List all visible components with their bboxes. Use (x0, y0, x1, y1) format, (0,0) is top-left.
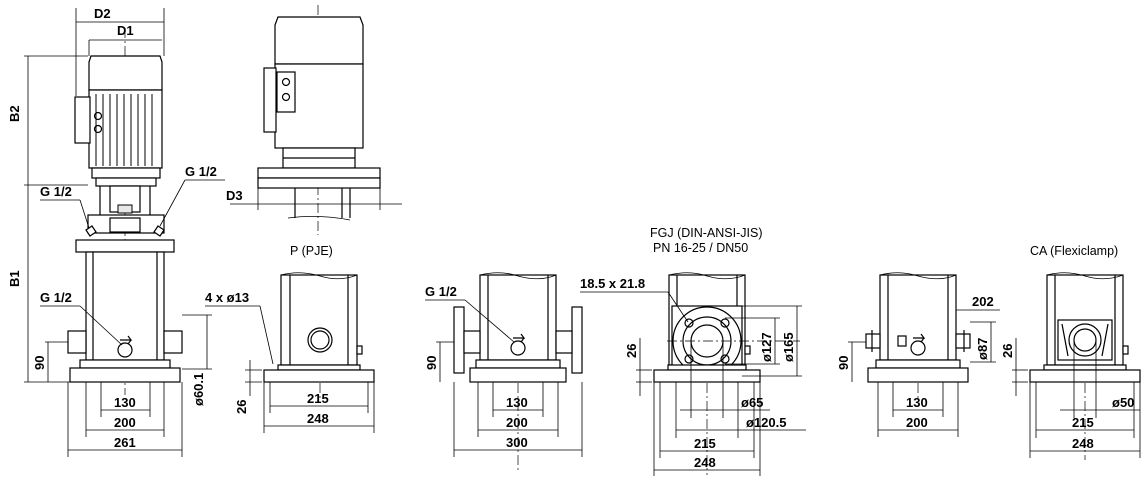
motor-front-view: D3 (226, 5, 402, 235)
dim-d3: D3 (226, 188, 243, 203)
dim-300: 300 (506, 435, 528, 450)
dim-90-main: 90 (32, 356, 47, 370)
dim-50: ø50 (1112, 395, 1134, 410)
view-ca-front: CA (Flexiclamp) 26 ø50 215 248 (1000, 244, 1141, 460)
dim-165: ø165 (781, 332, 796, 362)
dim-87: ø87 (975, 338, 990, 360)
dim-b1: B1 (7, 270, 22, 287)
pump-side-view: D2 D1 B2 B1 G 1/2 G 1/2 G 1/2 90 ø60.1 1… (7, 6, 225, 457)
dim-200-main: 200 (114, 415, 136, 430)
view-fgj: FGJ (DIN-ANSI-JIS) PN 16-25 / DN50 18.5 … (580, 226, 806, 476)
dim-202: 202 (972, 294, 994, 309)
dim-248-p: 248 (307, 411, 329, 426)
dim-215-fgj: 215 (694, 436, 716, 451)
dim-d2: D2 (94, 6, 111, 21)
vent-label-left: G 1/2 (40, 184, 72, 199)
caption-fgj-line1: FGJ (DIN-ANSI-JIS) (650, 226, 763, 240)
drain-label: G 1/2 (40, 290, 72, 305)
dim-215-p: 215 (307, 391, 329, 406)
dim-127: ø127 (759, 332, 774, 362)
dim-130-main: 130 (114, 395, 136, 410)
view-p-pje: P (PJE) 4 x ø13 26 215 248 (205, 244, 375, 433)
dim-90-flange: 90 (424, 356, 439, 370)
caption-ca: CA (Flexiclamp) (1030, 244, 1118, 258)
dim-26-ca: 26 (1000, 344, 1015, 358)
dim-200-ca: 200 (906, 415, 928, 430)
vent-label-right: G 1/2 (185, 164, 217, 179)
drain-label-flange: G 1/2 (425, 284, 457, 299)
dim-4x13: 4 x ø13 (205, 290, 249, 305)
dim-d1: D1 (117, 23, 134, 38)
dim-248-fgj: 248 (694, 455, 716, 470)
dim-18x21: 18.5 x 21.8 (580, 276, 645, 291)
motor-fins (95, 94, 153, 166)
dim-130-ca: 130 (906, 395, 928, 410)
dim-60-1: ø60.1 (191, 373, 206, 406)
dim-b2: B2 (7, 105, 22, 122)
view-flange: G 1/2 90 130 200 300 (424, 272, 583, 470)
dim-248-ca: 248 (1072, 436, 1094, 451)
dim-26-fgj: 26 (624, 344, 639, 358)
dim-130-flange: 130 (506, 395, 528, 410)
dim-261: 261 (114, 435, 136, 450)
dim-26-p: 26 (234, 400, 249, 414)
caption-fgj-line2: PN 16-25 / DN50 (653, 241, 748, 255)
dim-90-ca: 90 (836, 356, 851, 370)
dim-200-flange: 200 (506, 415, 528, 430)
caption-p-pje: P (PJE) (290, 244, 333, 258)
view-ca-side: 202 90 ø87 130 200 (836, 272, 1000, 437)
dim-120-5: ø120.5 (746, 415, 786, 430)
dim-65: ø65 (741, 395, 763, 410)
dim-215-ca: 215 (1072, 415, 1094, 430)
